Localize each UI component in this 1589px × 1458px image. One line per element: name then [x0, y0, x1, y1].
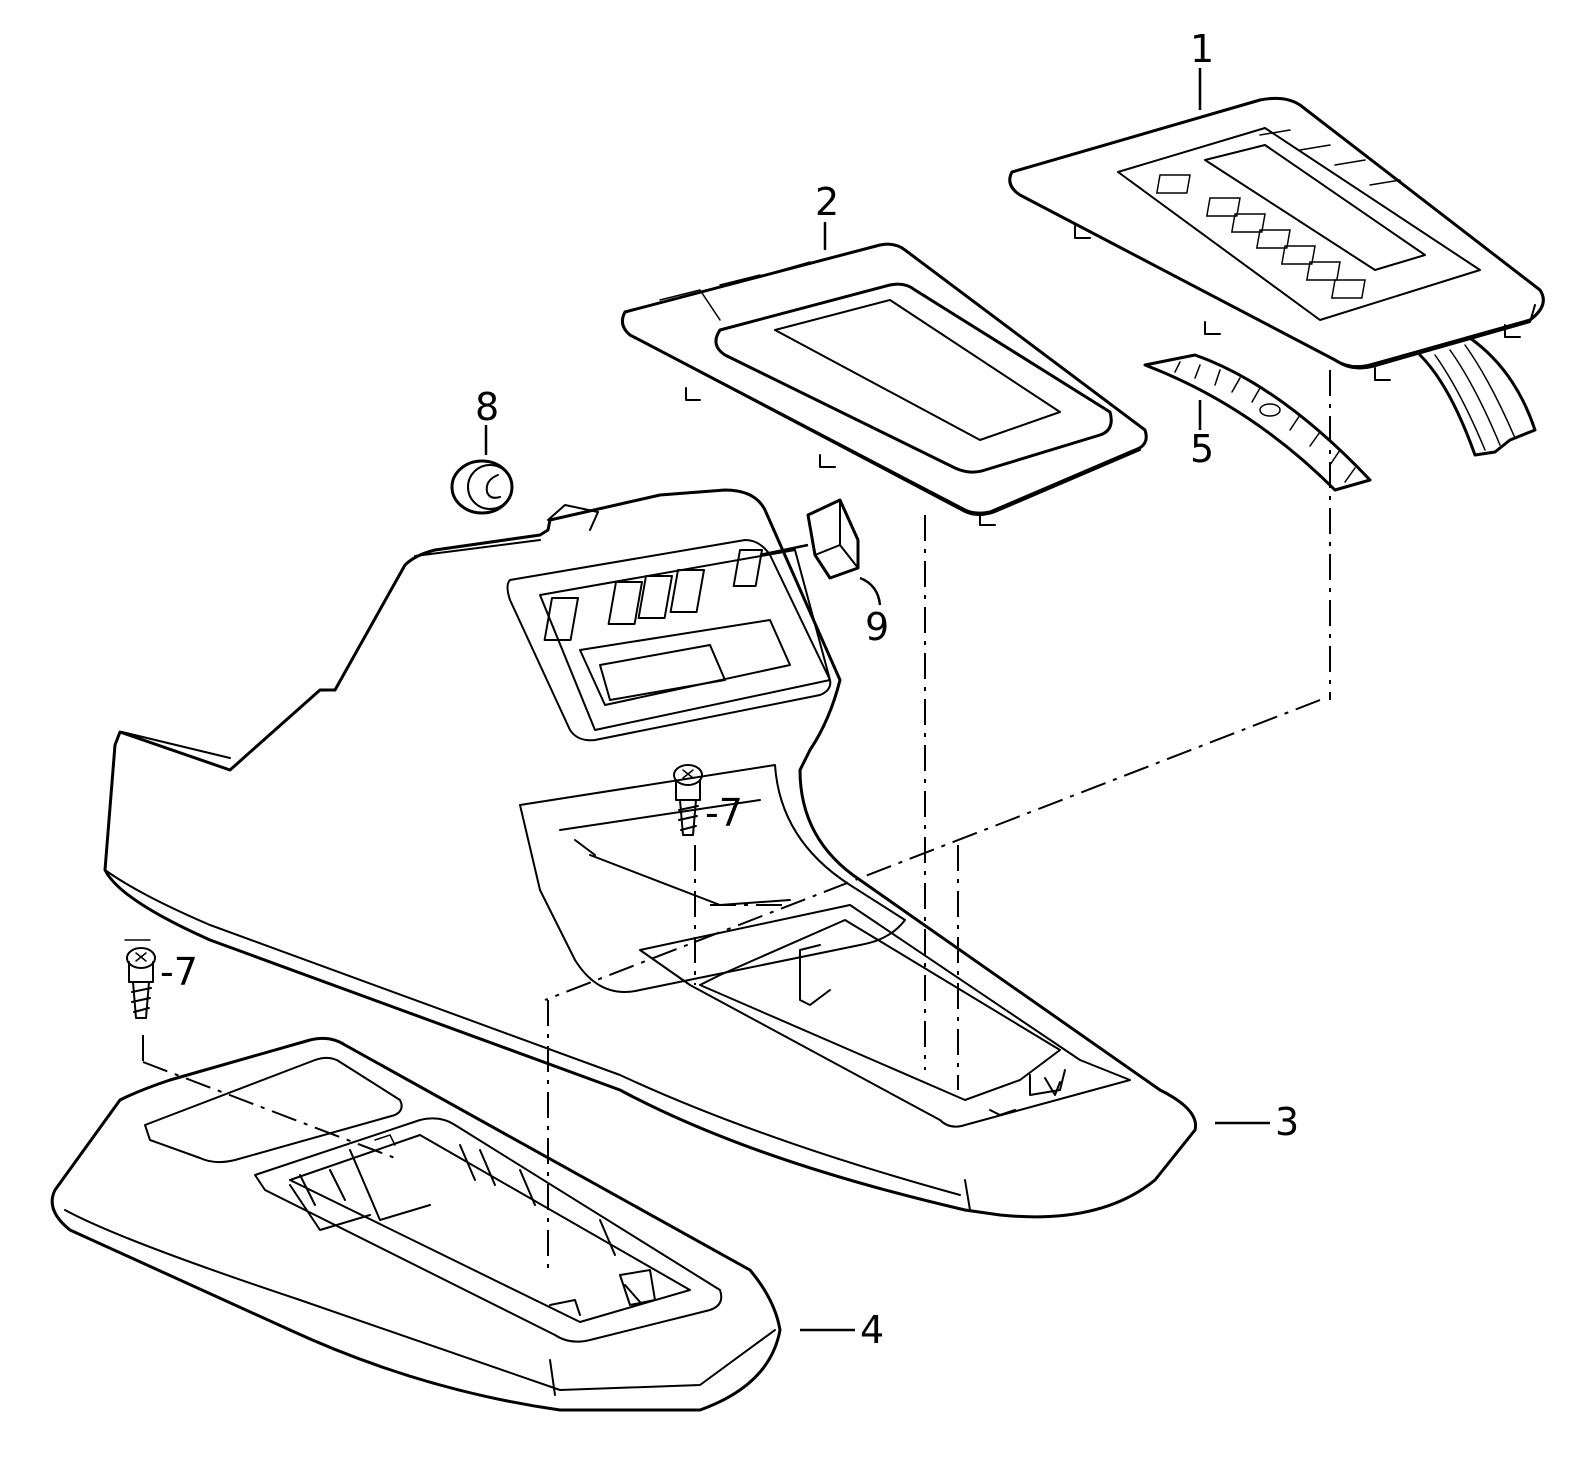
callout-7-upper: -7: [705, 791, 743, 835]
part-1-shift-gate-cover[interactable]: [1008, 96, 1545, 457]
part-7-screw-upper[interactable]: [673, 764, 703, 836]
part-5-shift-plate-insert[interactable]: [1143, 353, 1372, 492]
callout-5: 5: [1190, 427, 1214, 471]
callout-7-lower: -7: [160, 950, 198, 994]
part-2-shifter-trim-frame[interactable]: [620, 242, 1148, 526]
part-8-grommet[interactable]: [450, 459, 514, 515]
callout-1: 1: [1190, 27, 1214, 71]
part-3-center-console[interactable]: [103, 488, 1198, 1219]
callout-3: 3: [1275, 1100, 1299, 1144]
switch-slots: [543, 549, 764, 641]
gear-indicator-windows: [1155, 174, 1366, 299]
callout-4: 4: [860, 1308, 884, 1352]
callout-2: 2: [815, 180, 839, 224]
part-7-screw-lower[interactable]: [124, 939, 156, 1019]
part-9-switch[interactable]: [806, 498, 860, 580]
part-4-storage-tray[interactable]: [50, 1036, 782, 1412]
callout-8: 8: [475, 385, 499, 429]
assembly-lines: [142, 370, 1331, 1270]
callout-9: 9: [865, 605, 889, 649]
